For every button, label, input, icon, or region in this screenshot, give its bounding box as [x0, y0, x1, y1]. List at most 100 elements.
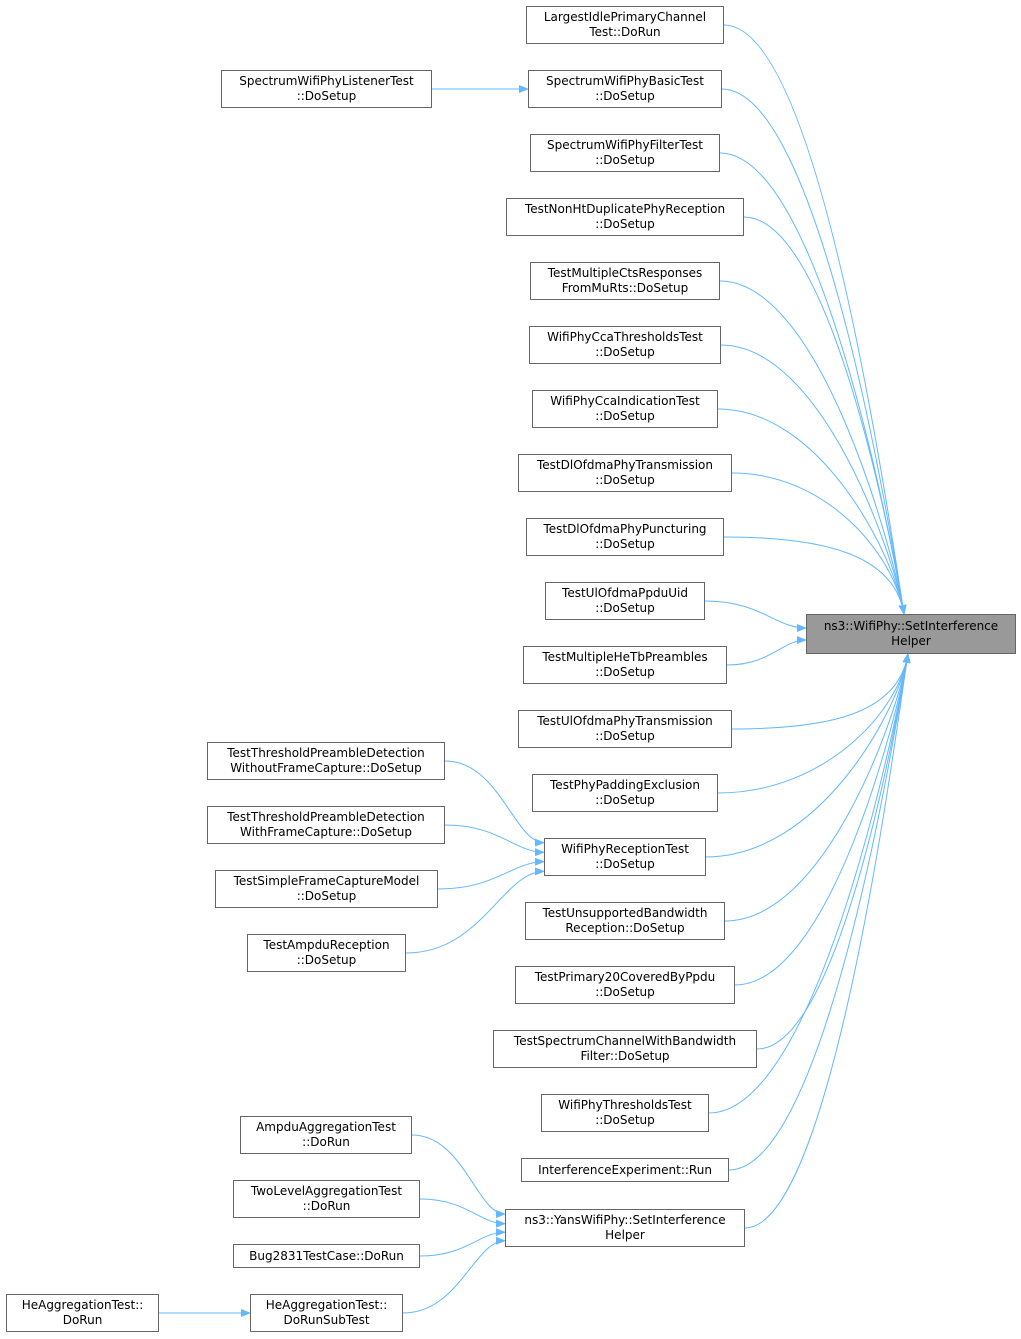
node-heaggregationtest-dorunsubtest[interactable]: HeAggregationTest::DoRunSubTest [250, 1294, 403, 1332]
edge-n6-to-root [719, 280, 907, 615]
node-label-line: SpectrumWifiPhyListenerTest [239, 74, 414, 88]
node-label-line: TestPhyPaddingExclusion [550, 778, 700, 792]
node-label-line: TestAmpduReception [263, 938, 390, 952]
node-label-line: ::DoSetup [595, 409, 655, 423]
node-label-line: WifiPhyReceptionTest [561, 842, 689, 856]
node-label-line: TestMultipleCtsResponses [547, 266, 703, 280]
edge-n16-to-n15 [444, 760, 545, 847]
node-label-line: Filter::DoSetup [580, 1049, 670, 1063]
node-label-line: ::DoRun [302, 1199, 351, 1213]
node-label-line: TestThresholdPreambleDetection [227, 810, 425, 824]
node-testphypaddingexclusion-dosetup[interactable]: TestPhyPaddingExclusion::DoSetup [532, 774, 718, 812]
edge-n11-to-root [704, 600, 807, 632]
node-label-line: Test::DoRun [589, 25, 661, 39]
node-spectrumwifiphybasictest-dosetup[interactable]: SpectrumWifiPhyBasicTest::DoSetup [528, 70, 722, 108]
edge-n20-to-root [724, 653, 911, 922]
node-label-line: HeAggregationTest:: [21, 1298, 144, 1312]
node-label-line: TestPrimary20CoveredByPpdu [534, 970, 716, 984]
node-spectrumwifiphyfiltertest-dosetup[interactable]: SpectrumWifiPhyFilterTest::DoSetup [530, 134, 720, 172]
node-testdlofdmaphypuncturing-dosetup[interactable]: TestDlOfdmaPhyPuncturing::DoSetup [526, 518, 724, 556]
node-label-line: ::DoRun [302, 1135, 350, 1149]
edge-n4-to-root [719, 152, 907, 615]
node-label-line: ns3::WifiPhy::SetInterference [823, 619, 999, 633]
node-label-line: TestSimpleFrameCaptureModel [233, 874, 420, 888]
node-label-line: InterferenceExperiment::Run [538, 1162, 712, 1177]
edge-n2-to-root [721, 88, 907, 615]
edge-n24-to-root [728, 653, 911, 1171]
node-label-line: DoRun [62, 1313, 103, 1327]
node-label-line: DoRunSubTest [283, 1313, 370, 1327]
node-label-line: WifiPhyCcaThresholdsTest [547, 330, 703, 344]
node-label-line: ::DoSetup [595, 345, 655, 359]
edge-n15-to-root [705, 653, 911, 858]
edge-n21-to-root [734, 653, 911, 986]
node-label-line: TestUlOfdmaPpduUid [562, 586, 688, 600]
node-label-line: ::DoSetup [296, 953, 357, 967]
node-twolevelaggregationtest-dorun[interactable]: TwoLevelAggregationTest::DoRun [233, 1180, 420, 1218]
node-label-line: Helper [891, 634, 931, 648]
node-spectrumwifiphylistenertest-dosetup[interactable]: SpectrumWifiPhyListenerTest::DoSetup [221, 70, 432, 108]
edge-n22-to-root [756, 653, 911, 1050]
node-label-line: ::DoSetup [296, 89, 357, 103]
node-bug2831testcase-dorun[interactable]: Bug2831TestCase::DoRun [233, 1244, 420, 1268]
edge-n12-to-root [726, 636, 807, 666]
node-label-line: ::DoSetup [595, 89, 655, 103]
node-testnonhtduplicatephyreception-dosetup[interactable]: TestNonHtDuplicatePhyReception::DoSetup [506, 198, 744, 236]
edge-n29-to-n25 [402, 1236, 506, 1314]
node-label-line: Helper [605, 1228, 645, 1242]
node-testmultiplehetbpreambles-dosetup[interactable]: TestMultipleHeTbPreambles::DoSetup [523, 646, 727, 684]
node-label-line: SpectrumWifiPhyFilterTest [547, 138, 703, 152]
node-label-line: ::DoSetup [595, 473, 655, 487]
node-wifiphyreceptiontest-dosetup[interactable]: WifiPhyReceptionTest::DoSetup [544, 838, 706, 876]
node-testampdureception-dosetup[interactable]: TestAmpduReception::DoSetup [247, 934, 406, 972]
edge-n25-to-root [744, 653, 911, 1229]
node-label-line: TestUnsupportedBandwidth [542, 906, 708, 920]
node-label-line: ns3::YansWifiPhy::SetInterference [524, 1213, 726, 1227]
node-label-line: TestDlOfdmaPhyPuncturing [543, 522, 707, 536]
node-heaggregationtest-dorun[interactable]: HeAggregationTest::DoRun [6, 1294, 159, 1332]
node-label-line: HeAggregationTest:: [265, 1298, 388, 1312]
node-label-line: TestUlOfdmaPhyTransmission [537, 714, 713, 728]
node-label-line: SpectrumWifiPhyBasicTest [546, 74, 704, 88]
node-label-line: ::DoSetup [595, 729, 655, 743]
node-label-line: TestDlOfdmaPhyTransmission [537, 458, 713, 472]
node-testdlofdmaphytransmission-dosetup[interactable]: TestDlOfdmaPhyTransmission::DoSetup [518, 454, 732, 492]
node-label-line: TestNonHtDuplicatePhyReception [524, 202, 726, 216]
node-label-line: WifiPhyCcaIndicationTest [550, 394, 700, 408]
node-wifiphyccaindicationtest-dosetup[interactable]: WifiPhyCcaIndicationTest::DoSetup [532, 390, 718, 428]
node-label-line: LargestIdlePrimaryChannel [543, 10, 707, 24]
node-label-line: TestSpectrumChannelWithBandwidth [513, 1034, 737, 1048]
node-label-line: WithFrameCapture::DoSetup [240, 825, 412, 839]
node-testulofdmaphytransmission-dosetup[interactable]: TestUlOfdmaPhyTransmission::DoSetup [518, 710, 732, 748]
node-wifiphyccathresholdstest-dosetup[interactable]: WifiPhyCcaThresholdsTest::DoSetup [529, 326, 721, 364]
edge-n7-to-root [720, 344, 907, 615]
node-label-line: Bug2831TestCase::DoRun [249, 1248, 404, 1263]
edge-n17-to-n15 [444, 824, 545, 857]
edge-n1-to-root [723, 24, 907, 615]
node-ampduaggregationtest-dorun[interactable]: AmpduAggregationTest::DoRun [240, 1116, 412, 1154]
node-testprimary20coveredbyppdu-dosetup[interactable]: TestPrimary20CoveredByPpdu::DoSetup [515, 966, 735, 1004]
node-label-line: ::DoSetup [595, 857, 655, 871]
node-wifiphythresholdstest-dosetup[interactable]: WifiPhyThresholdsTest::DoSetup [541, 1094, 709, 1132]
node-interferenceexperiment-run[interactable]: InterferenceExperiment::Run [521, 1158, 729, 1182]
edge-n18-to-n15 [437, 857, 545, 890]
edge-n8-to-root [717, 408, 907, 615]
node-testulofdmappduuid-dosetup[interactable]: TestUlOfdmaPpduUid::DoSetup [545, 582, 705, 620]
node-label-line: WifiPhyThresholdsTest [558, 1098, 692, 1112]
node-testsimpleframecapturemodel-dosetup[interactable]: TestSimpleFrameCaptureModel::DoSetup [215, 870, 438, 908]
node-label-line: Reception::DoSetup [565, 921, 685, 935]
edge-n27-to-n25 [419, 1198, 506, 1228]
node-label-line: ::DoSetup [595, 153, 655, 167]
node-label-line: ::DoSetup [595, 665, 655, 679]
node-label-line: ::DoSetup [595, 601, 655, 615]
edge-n9-to-root [731, 472, 907, 615]
